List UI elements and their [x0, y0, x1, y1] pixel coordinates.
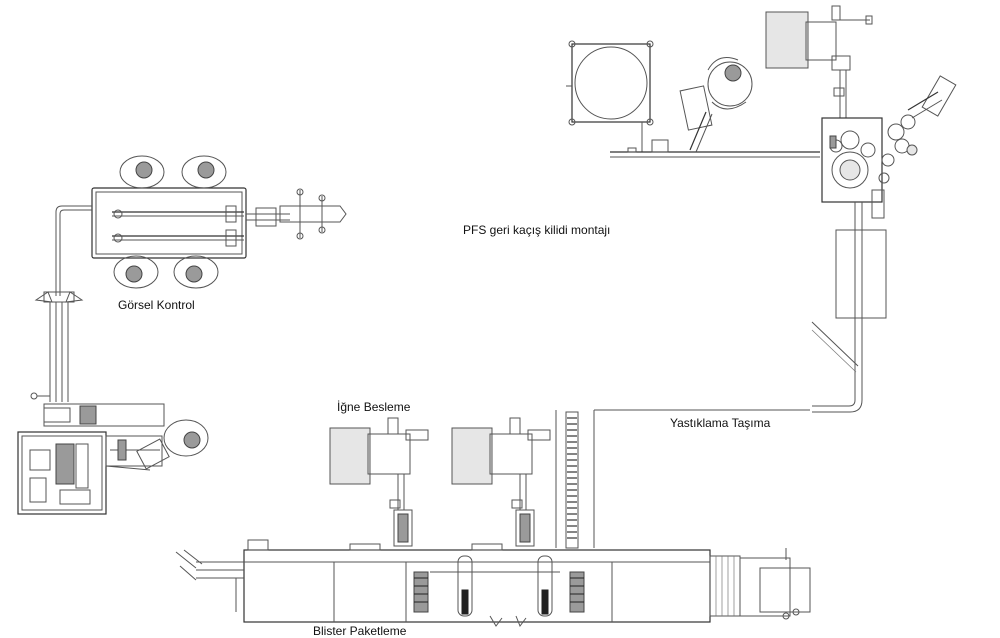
operator-icon: [707, 57, 753, 110]
cushioning-conveyor: [555, 409, 810, 549]
label-yastiklama-tasima: Yastıklama Taşıma: [670, 416, 771, 430]
needle-feeder-1: [329, 417, 429, 547]
label-igne-besleme: İğne Besleme: [337, 400, 411, 414]
operator-icon: [181, 155, 227, 189]
operator-icon: [113, 255, 159, 289]
label-pfs-montaj: PFS geri kaçış kilidi montajı: [463, 223, 611, 237]
needle-feeder-2: [451, 417, 551, 547]
operator-icon: [163, 419, 209, 457]
pfs-assembly-station: [566, 5, 957, 413]
operator-icon: [173, 255, 219, 289]
visual-inspection-station: [30, 155, 347, 402]
label-gorsel-kontrol: Görsel Kontrol: [118, 298, 195, 312]
label-blister-paketleme: Blister Paketleme: [313, 624, 407, 638]
bottom-left-machine: [17, 403, 209, 515]
blister-packaging-line: [175, 539, 811, 628]
operator-icon: [119, 155, 165, 189]
